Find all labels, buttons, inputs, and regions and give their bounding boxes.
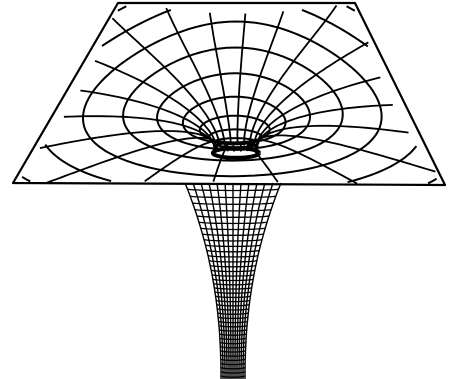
gravity-well-diagram xyxy=(0,0,455,379)
gravity-well-svg xyxy=(0,0,455,379)
